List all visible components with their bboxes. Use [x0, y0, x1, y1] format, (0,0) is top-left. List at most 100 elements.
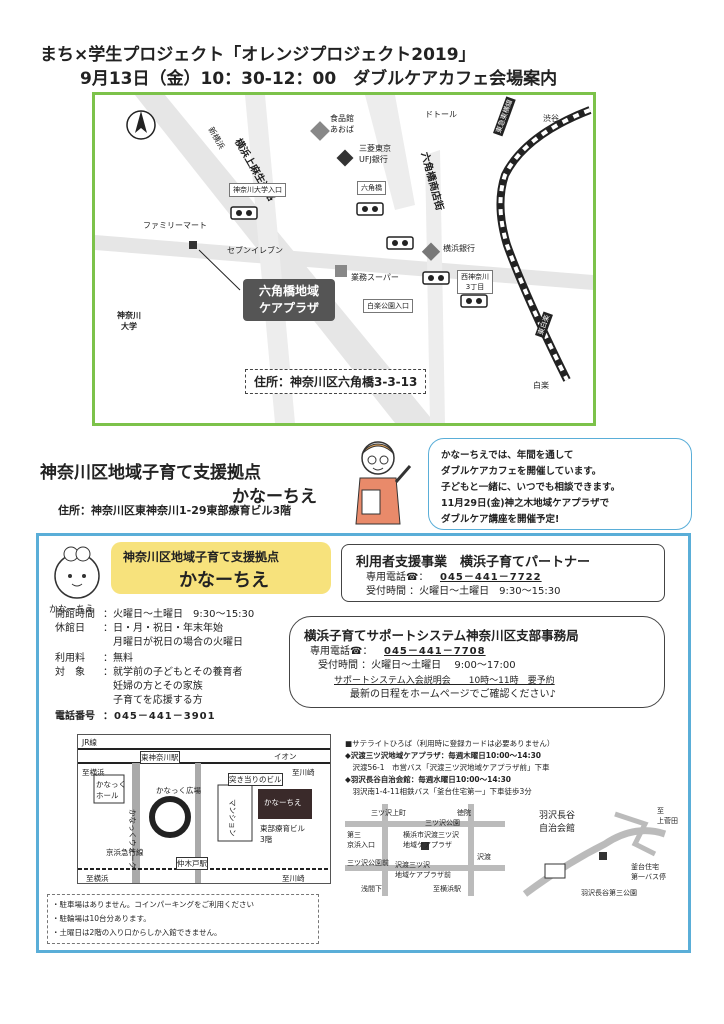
map2-tobu-bldg: 東部療育ビル 3階: [260, 824, 305, 844]
mascot-icon: [54, 546, 100, 599]
place-yokohama-bank: 横浜銀行: [443, 244, 475, 253]
bubble-line-4: 11月29日(金)神之木地域ケアプラザで: [441, 498, 610, 509]
hazawa-map-lines: [522, 811, 667, 897]
satellite-title: ■サテライトひろば（利用時に登録カードは必要ありません）: [345, 739, 555, 748]
note-1: ・駐輪場は10台分あります。: [52, 914, 151, 923]
panel-yellow-name: かなーちえ: [179, 570, 269, 591]
satellite-l1: ◆沢渡三ツ沢地域ケアプラザ：毎週木曜日10:00～14:30: [345, 751, 542, 760]
notes-box: ・駐車場はありません。コインパーキングをご利用ください ・駐輪場は10台分ありま…: [47, 894, 319, 944]
support-tel-value: 045－441－7708: [384, 646, 486, 657]
info-val-4: ：就学前の子どもとその養育者: [103, 667, 243, 678]
info-val-2: 月曜日が祝日の場合の火曜日: [103, 637, 243, 648]
bubble-line-2: ダブルケアカフェを開催しています。: [441, 466, 602, 477]
map2-kanatsu-walk: かなっくウォーク: [128, 809, 137, 869]
info-val-1: ：日・月・祝日・年末年始: [103, 623, 223, 634]
map4-road: 至 上菅田: [657, 807, 678, 825]
sawatari-map: 三ツ沢上町 徳院 三ツ沢公園 第三 京浜入口 横浜市沢渡三ツ沢 地域ケアプラザ …: [345, 804, 505, 896]
map3-daisan-keikyu: 第三 京浜入口: [347, 831, 375, 849]
map3-sawatari: 沢渡: [477, 853, 491, 861]
info-key-1: 休館日: [55, 623, 85, 634]
kanachie-map-lines: [78, 748, 330, 883]
signal-nishikanagawa: 西神奈川 3丁目: [457, 270, 493, 294]
support-title: 横浜子育てサポートシステム神奈川区支部事務局: [304, 628, 579, 643]
mascot-label: かなーちえ: [49, 605, 95, 615]
bubble-line-3: 子どもと一緒に、いつでも相談できます。: [441, 482, 621, 493]
place-doutor: ドトール: [425, 110, 457, 119]
map3-sawatari-care: 横浜市沢渡三ツ沢 地域ケアプラザ: [403, 831, 459, 849]
partner-tel-label: 専用電話☎：: [366, 572, 429, 583]
bubble-line-5: ダブルケア講座を開催予定!: [441, 514, 560, 525]
tel-label: 電話番号: [55, 711, 95, 722]
info-val-0: ：火曜日～土曜日 9:30～15:30: [103, 609, 255, 620]
signal-rokkakubashi: 六角橋: [357, 181, 386, 195]
section2-address: 住所：神奈川区東神奈川1-29東部療育ビル3階: [58, 504, 292, 517]
note-0: ・駐車場はありません。コインパーキングをご利用ください: [52, 900, 255, 909]
partner-title: 利用者支援事業 横浜子育てパートナー: [356, 555, 591, 570]
map2-mansion: マンション: [228, 799, 237, 837]
venue-address: 住所：神奈川区六角橋3-3-13: [245, 369, 427, 394]
info-val-3: ：無料: [103, 653, 133, 664]
sawatari-map-lines: [345, 804, 505, 896]
partner-hours: 受付時間 ：火曜日～土曜日 9:30～15:30: [366, 586, 561, 597]
satellite-l2: 沢渡56-1 市営バス「沢渡三ツ沢地域ケアプラザ前」下車: [345, 763, 550, 772]
place-shibuya: 渋谷: [543, 114, 559, 123]
header-line2: 9月13日（金）10：30-12：00 ダブルケアカフェ会場案内: [80, 69, 558, 89]
map3-tokuin: 徳院: [457, 809, 471, 817]
satellite-l4: 羽沢南1-4-11相鉄バス「釜台住宅第一」下車徒歩3分: [345, 787, 532, 796]
map4-title: 羽沢長谷 自治会館: [539, 811, 576, 834]
map2-kanatsu-hall: かなっく ホール: [96, 780, 126, 800]
hazawa-map: 羽沢長谷 自治会館 至 上菅田 釜台住宅 第一バス停 羽沢長谷第三公園: [515, 804, 678, 902]
map2-tsukiatari: 突き当りのビル: [228, 773, 283, 786]
map2-shikawasaki2: 至川崎: [282, 874, 305, 883]
map2-kanachie: かなーちえ: [264, 798, 302, 807]
section2-name: かなーちえ: [232, 487, 317, 507]
place-seven-eleven: セブンイレブン: [227, 246, 283, 255]
support-box: 横浜子育てサポートシステム神奈川区支部事務局 専用電話☎： 045－441－77…: [289, 616, 665, 708]
satellite-l3: ◆羽沢長谷自治会館：毎週水曜日10:00～14:30: [345, 775, 512, 784]
panel-yellow-title: 神奈川区地域子育て支援拠点: [123, 550, 280, 564]
map3-sawatari-bus: 沢渡三ツ沢 地域ケアプラザ前: [395, 861, 451, 879]
signal-hakuraku-koen: 白楽公園入口: [363, 299, 413, 313]
panel-title-box: 神奈川区地域子育て支援拠点 かなーちえ: [111, 542, 331, 594]
place-mufg: 三菱東京 UFJ銀行: [359, 144, 391, 164]
place-hakuraku: 白楽: [533, 381, 549, 390]
note-2: ・土曜日は2階の入り口からしか入館できません。: [52, 928, 222, 937]
map2-shiyokohama: 至横浜: [82, 768, 105, 777]
support-hours: 受付時間 ：火曜日～土曜日 9:00～17:00: [318, 660, 516, 671]
info-key-3: 利用料: [55, 653, 85, 664]
map2-aeon: イオン: [274, 752, 297, 761]
venue-map: 横浜上麻生道路 六角橋商店街 新横浜 東急東横線 食品館 あおば ドトール 渋谷…: [92, 92, 596, 426]
info-key-4: 対 象: [55, 667, 85, 678]
map3-shiyokohama: 至横浜駅: [433, 885, 461, 893]
map4-kamadai: 釜台住宅 第一バス停: [631, 863, 666, 881]
map2-jr: JR線: [82, 738, 97, 747]
support-notice: 最新の日程をホームページでご確認ください♪: [350, 689, 556, 700]
place-gyomu-super: 業務スーパー: [351, 273, 399, 282]
place-family-mart: ファミリーマート: [143, 221, 207, 230]
map3-mitsuzawa-kamicho: 三ツ沢上町: [371, 809, 406, 817]
kanachie-map: JR線 東神奈川駅 イオン 至横浜 至川崎 かなっく ホール かなっく広場 かな…: [77, 734, 331, 884]
partner-tel-value: 045－441－7722: [440, 572, 542, 583]
map2-keikyu: 京浜急行線: [106, 848, 144, 857]
map2-higashikanagawa: 東神奈川駅: [140, 751, 180, 764]
support-session: サポートシステム入会説明会 10時～11時 要予約: [334, 676, 555, 686]
map2-nakakido: 仲木戸駅: [176, 857, 208, 870]
map3-mitsuzawa-koen: 三ツ沢公園: [425, 819, 460, 827]
place-kanagawa-univ: 神奈川 大学: [117, 311, 141, 331]
info-val-5: 妊婦の方とその家族: [103, 681, 203, 692]
signal-kanagawa-daigaku-iriguchi: 神奈川大学入口: [229, 183, 286, 197]
info-key-0: 開館時間: [55, 609, 95, 620]
partner-box: 利用者支援事業 横浜子育てパートナー 専用電話☎： 045－441－7722 受…: [341, 544, 665, 602]
staff-illustration: [355, 441, 412, 525]
map2-kanatsu-hiroba: かなっく広場: [156, 786, 201, 795]
tel-value: ：045－441－3901: [103, 711, 216, 722]
section2-title: 神奈川区地域子育て支援拠点: [40, 463, 261, 483]
map3-mitsuzawa-koen-mae: 三ツ沢公園前: [347, 859, 389, 867]
info-val-6: 子育てを応援する方: [103, 695, 203, 706]
bubble-line-1: かなーちえでは、年間を通して: [441, 450, 574, 461]
support-tel-label: 専用電話☎：: [310, 646, 373, 657]
map2-shikawasaki: 至川崎: [292, 768, 315, 777]
map4-hazawa-koen: 羽沢長谷第三公園: [581, 889, 637, 897]
venue-label: 六角橋地域 ケアプラザ: [243, 279, 335, 321]
place-shokuhinkan: 食品館 あおば: [330, 114, 354, 134]
